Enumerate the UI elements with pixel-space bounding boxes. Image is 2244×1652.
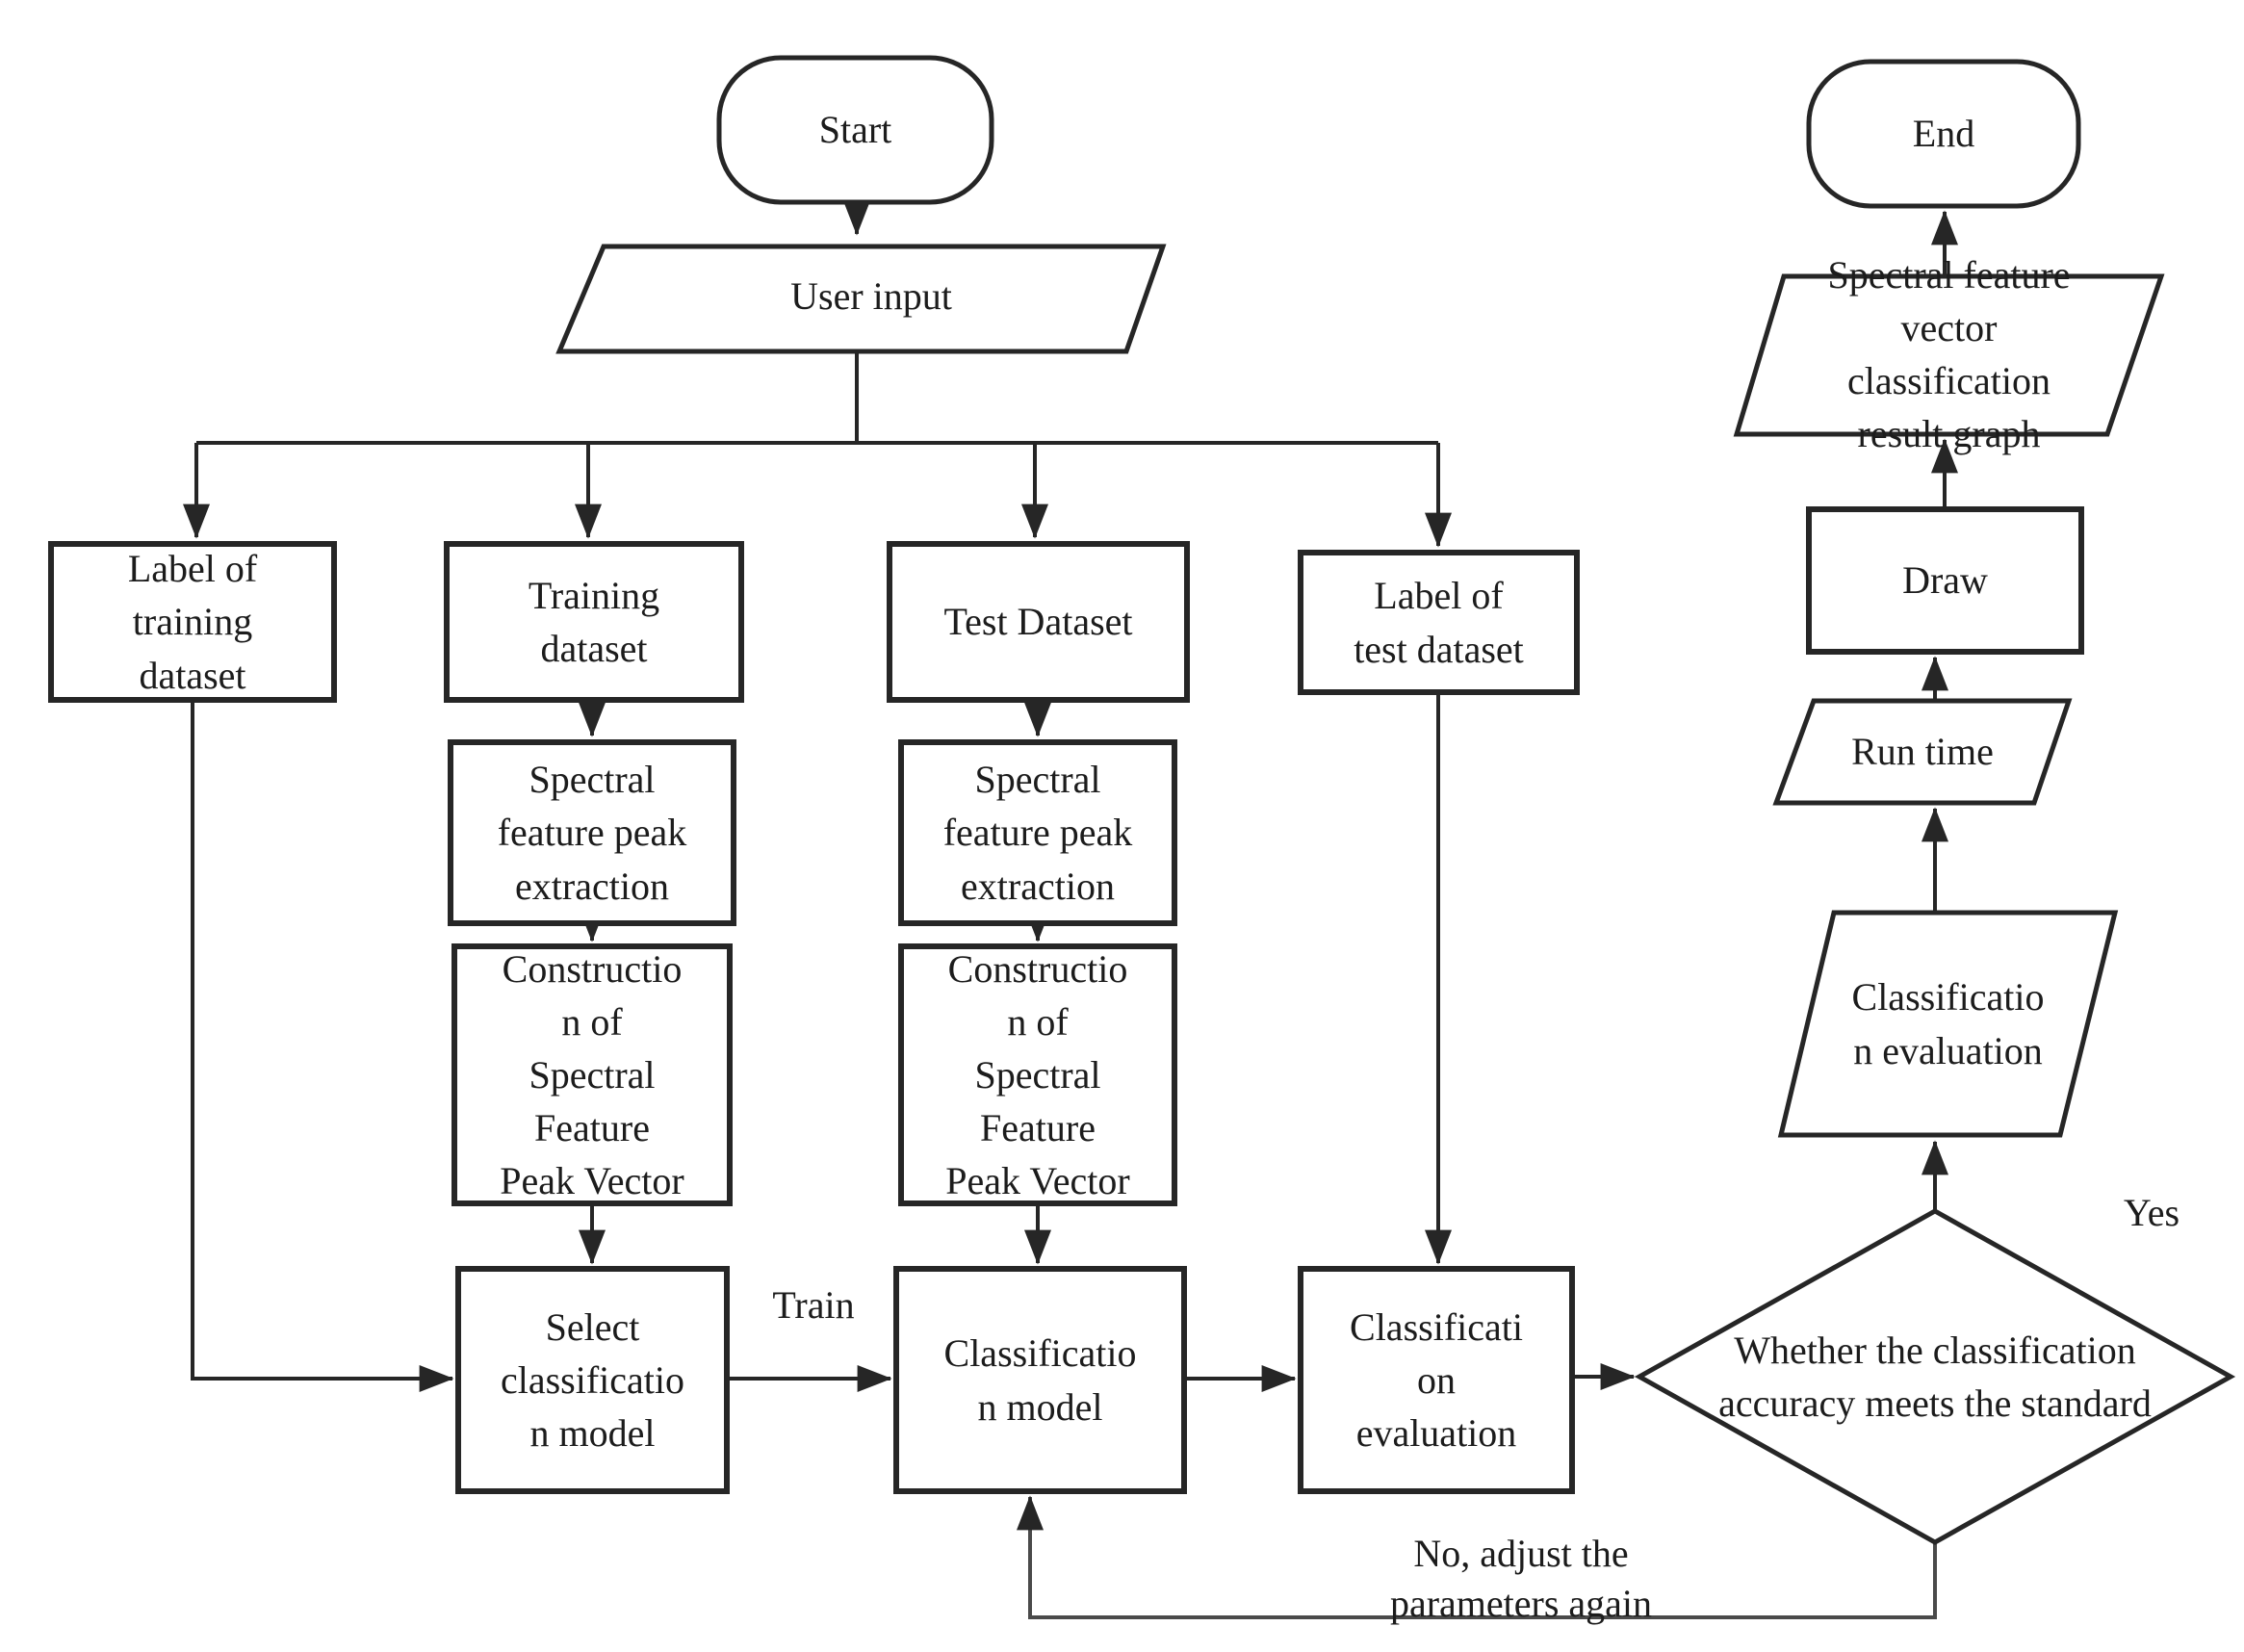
- end-terminator-shape: [1806, 59, 2081, 209]
- classification-evaluation-io-shape: [1777, 910, 2119, 1138]
- start-terminator-shape: [716, 55, 994, 205]
- run-time-parallelogram-shape: [1772, 698, 2073, 806]
- select-classification-model-shape: [455, 1266, 730, 1494]
- spectral-extraction-test-shape: [898, 739, 1177, 926]
- classification-evaluation-box-shape: [1298, 1266, 1575, 1494]
- draw-box-shape: [1806, 506, 2084, 655]
- user-input-parallelogram-shape: [555, 244, 1167, 354]
- result-graph-parallelogram-shape: [1733, 273, 2165, 437]
- construction-train-shape: [451, 943, 733, 1206]
- construction-test-shape: [898, 943, 1177, 1206]
- label-test-dataset-shape: [1298, 550, 1580, 695]
- test-dataset-shape: [887, 541, 1190, 703]
- edge-no-feedback: [1017, 1495, 1937, 1619]
- classification-model-shape: [893, 1266, 1187, 1494]
- spectral-extraction-train-shape: [448, 739, 736, 926]
- decision-diamond-shape: [1634, 1208, 2236, 1545]
- label-training-dataset-shape: [48, 541, 337, 703]
- training-dataset-shape: [444, 541, 744, 703]
- edge-labeltraining-to-select: [191, 700, 454, 1392]
